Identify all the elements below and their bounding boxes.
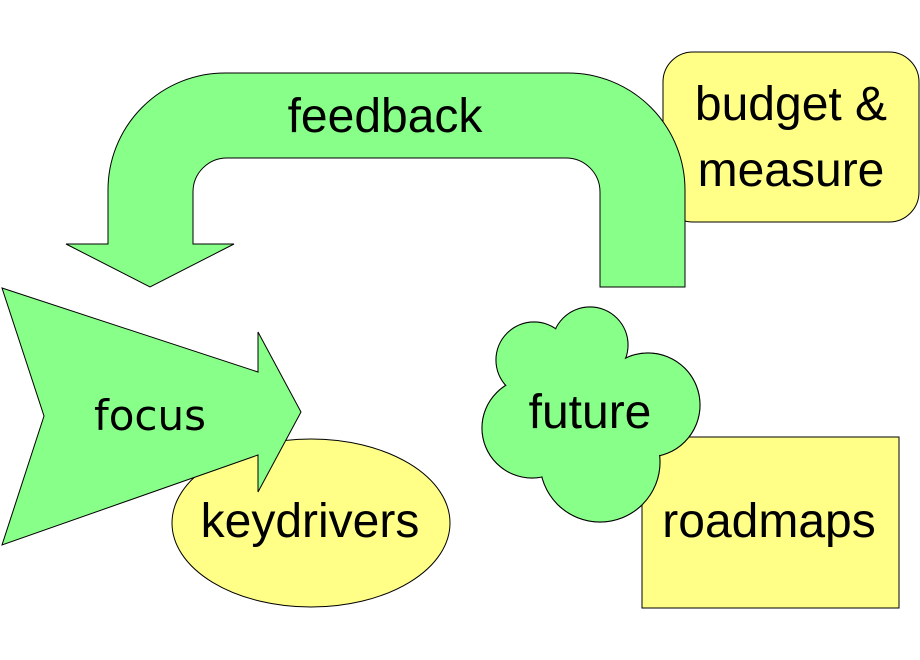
focus-label: focus <box>94 391 206 440</box>
feedback-arrow <box>65 72 686 288</box>
focus-arrow <box>1 287 302 546</box>
feedback-label: feedback <box>288 90 484 143</box>
roadmaps-label: roadmaps <box>662 495 875 548</box>
roadmaps-box <box>641 436 900 609</box>
budget-label-line2: measure <box>698 144 885 197</box>
future-cloud <box>481 306 701 523</box>
keydrivers-label: keydrivers <box>201 495 420 548</box>
future-label: future <box>529 386 652 439</box>
keydrivers-ellipse <box>171 438 451 608</box>
budget-label-line1: budget & <box>695 78 887 131</box>
